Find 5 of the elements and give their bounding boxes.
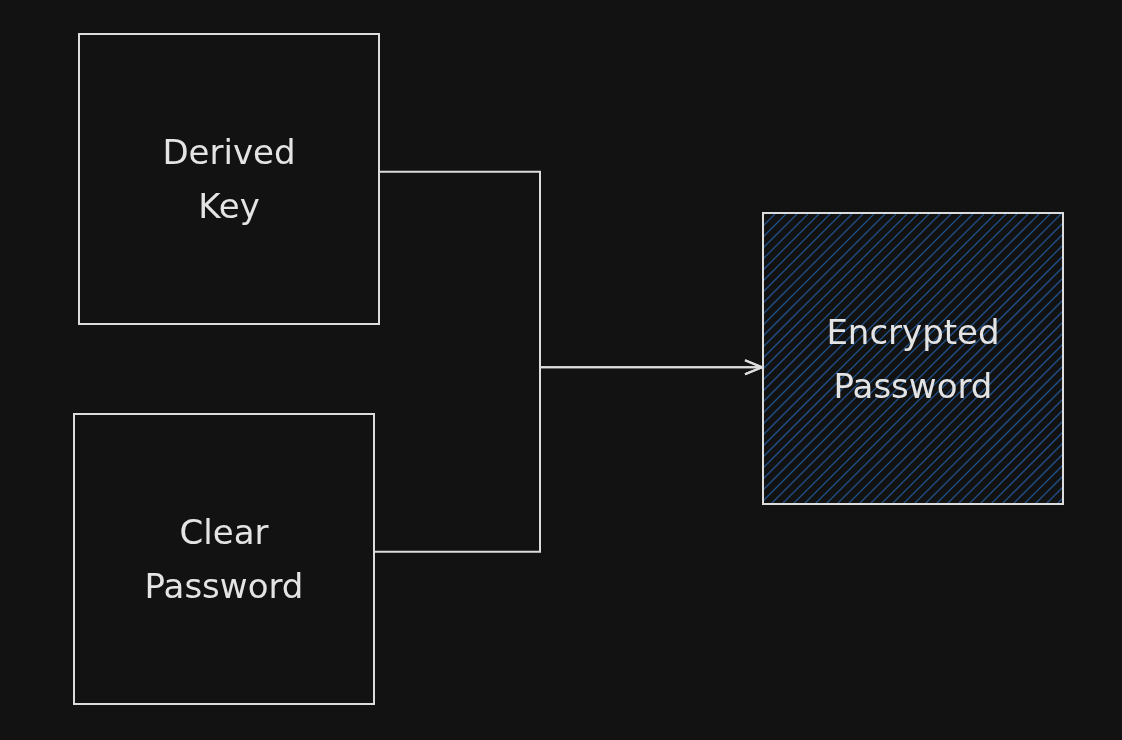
connector-arrow (374, 359, 763, 553)
node-label: Derived Key (161, 131, 297, 228)
node-box (73, 413, 375, 705)
node-label: Clear Password (143, 511, 305, 608)
node-box (78, 33, 380, 325)
